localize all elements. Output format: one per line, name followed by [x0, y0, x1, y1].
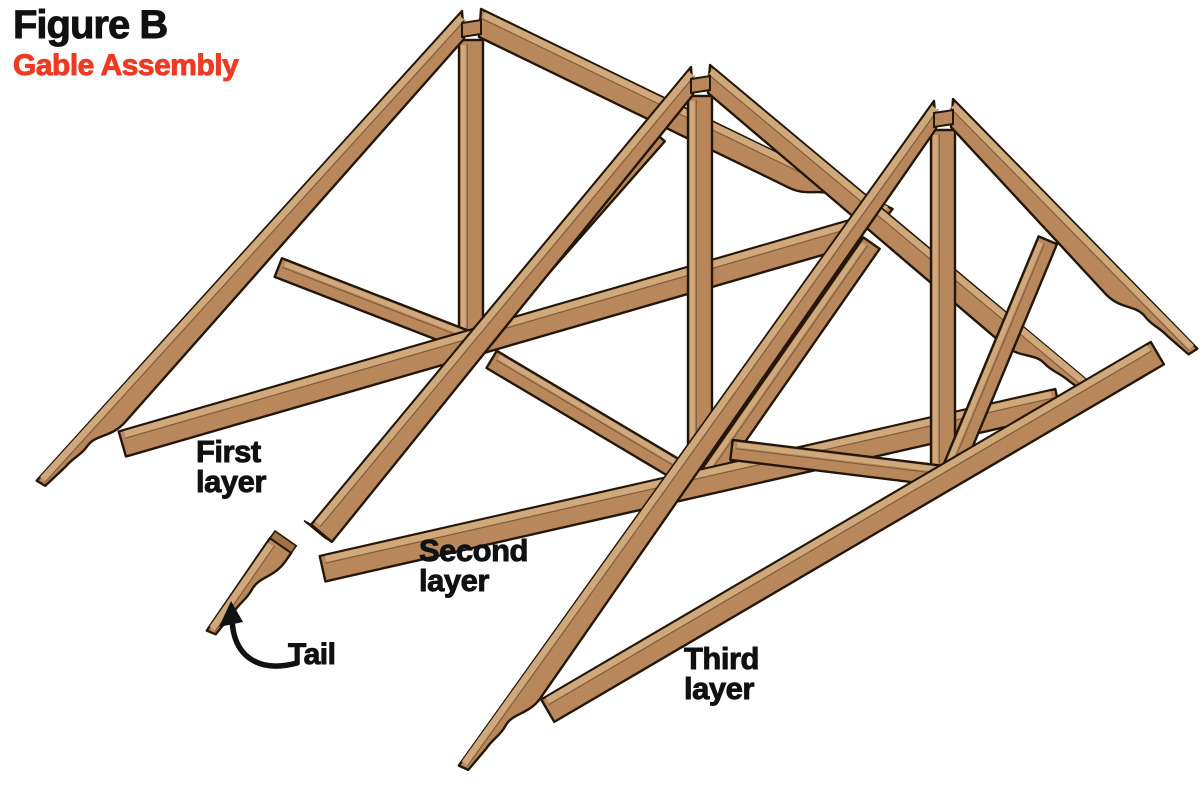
board-seam-line [735, 448, 939, 475]
peak-notch [690, 74, 711, 95]
board-seam-line [466, 108, 939, 767]
board-seam-line [707, 73, 1092, 395]
tail-arrow [219, 601, 300, 669]
peak-notch [461, 18, 482, 39]
tail-arrow-shaft [229, 615, 300, 669]
figure-title: Figure B [13, 3, 169, 47]
third-layer-truss [457, 97, 1199, 772]
board-edge-highlight [40, 15, 465, 482]
board-edge-highlight [461, 105, 938, 766]
board-edge-highlight [946, 241, 1043, 464]
board-seam-line [44, 19, 466, 483]
board-edge-highlight [951, 103, 1194, 350]
board-edge-highlight [736, 442, 938, 472]
tail-label: Tail [288, 638, 337, 671]
first-layer-label: First layer [196, 434, 267, 500]
board-edge-highlight [497, 354, 695, 475]
board-seam-line [548, 350, 1152, 706]
board-edge-highlight [545, 345, 1151, 704]
board-edge-highlight [704, 242, 866, 472]
board-seam-line [951, 243, 1046, 466]
tail-arrow-head [219, 601, 243, 627]
board-seam-line [282, 266, 465, 339]
second-layer-label: Second layer [419, 533, 529, 599]
cut-end-face [303, 520, 333, 543]
third-layer-label: Third layer [684, 641, 760, 707]
tail-piece [205, 529, 298, 636]
board-seam-line [708, 245, 869, 474]
cut-end-face [268, 529, 298, 554]
figure-subtitle: Gable Assembly [13, 49, 240, 82]
board-edge-highlight [709, 68, 1096, 393]
board-edge-highlight [209, 542, 274, 631]
board-edge-highlight [284, 261, 466, 337]
board-seam-line [949, 107, 1190, 352]
bottom-chord [540, 340, 1166, 724]
board-seam-line [495, 359, 693, 478]
peak-notch [933, 108, 954, 129]
board-edge-highlight [314, 71, 694, 526]
second-layer-truss [303, 63, 1101, 583]
board-seam-line [319, 75, 696, 528]
